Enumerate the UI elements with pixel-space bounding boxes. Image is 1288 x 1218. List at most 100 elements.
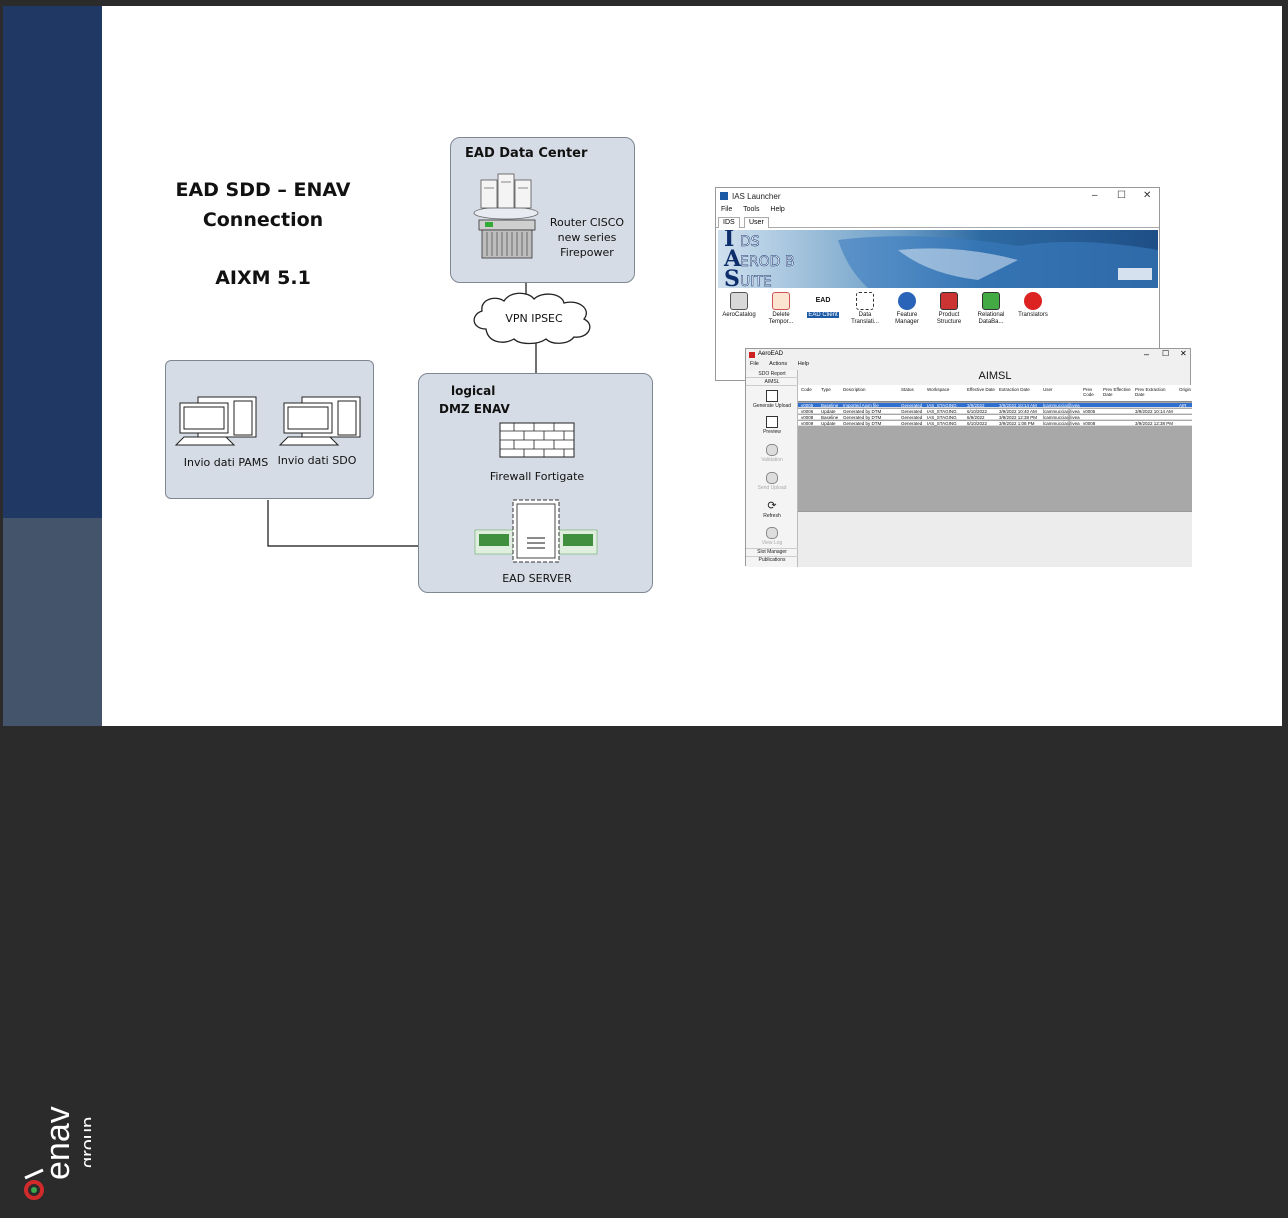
menu-help[interactable]: Help (770, 206, 785, 213)
column-header[interactable]: Origin (1179, 387, 1192, 392)
sdo-computer-icon (278, 396, 361, 446)
svg-text:enav: enav (39, 1106, 77, 1180)
column-header[interactable]: Workspace (927, 387, 950, 392)
aeroead-window: AeroEAD – ☐ ✕ File Actions Help SDO Repo… (745, 348, 1192, 567)
table-cell: lcammuccia@ivea... (1043, 403, 1080, 408)
aeroead-sidebar: SDO Report AIMSL Generate Upload Preview… (746, 370, 798, 567)
sidebar-slot-manager[interactable]: Slot Manager (746, 548, 798, 555)
table-cell: v0009 (801, 421, 814, 426)
sidebar-publications[interactable]: Publications (746, 556, 798, 563)
generate-upload-button[interactable]: Generate Upload (746, 390, 798, 409)
aeroead-menu-help[interactable]: Help (797, 361, 809, 367)
column-header[interactable]: Prev Code (1083, 387, 1094, 397)
minimize-button[interactable]: – (1092, 190, 1098, 201)
view-log-button[interactable]: View Log (746, 527, 798, 546)
table-cell: 3/9/2022 10:14 AM (999, 403, 1037, 408)
preview-button[interactable]: Preview (746, 416, 798, 435)
table-cell: Generated (901, 421, 923, 426)
table-cell: v0006 (801, 409, 814, 414)
aeroead-close-button[interactable]: ✕ (1180, 349, 1187, 358)
table-cell: IAS_STAGING (927, 421, 957, 426)
aimsl-data-grid: Code Type Description Status Workspace E… (798, 385, 1192, 511)
firewall-icon (499, 422, 575, 458)
tool-translators[interactable]: Translators (1012, 292, 1054, 319)
sidebar-aimsl[interactable]: AIMSL (746, 379, 798, 386)
tool-data-translation[interactable]: Data Translati... (844, 292, 886, 326)
refresh-button[interactable]: ⟳Refresh (763, 500, 781, 519)
table-cell: lcammuccia@ivea... (1043, 421, 1080, 426)
data-translation-icon (856, 292, 874, 310)
aeroead-window-title: AeroEAD (758, 351, 784, 357)
tool-feature-manager[interactable]: Feature Manager (886, 292, 928, 326)
table-cell: Imported Aixm file (843, 403, 879, 408)
tool-delete-temp[interactable]: Delete Tempor... (760, 292, 802, 326)
table-cell: Generated (901, 415, 923, 420)
table-cell: lcammuccia@ivea... (1043, 415, 1080, 420)
relational-db-icon (982, 292, 1000, 310)
ead-client-icon: EAD (814, 292, 832, 310)
table-cell: lcammuccia@ivea... (1043, 409, 1080, 414)
aeroead-menu-file[interactable]: File (750, 361, 759, 367)
validation-button[interactable]: Validation (746, 444, 798, 463)
table-cell: 3/9/2022 12:38 PM (999, 415, 1038, 420)
tab-ids[interactable]: IDS (718, 217, 740, 228)
column-header[interactable]: Status (901, 387, 914, 392)
details-panel (798, 511, 1192, 567)
maximize-button[interactable]: ☐ (1117, 190, 1126, 201)
column-header[interactable]: Code (801, 387, 812, 392)
svg-text:EROD B: EROD B (740, 254, 794, 270)
sidebar-band-bottom: enav group (3, 518, 102, 1200)
dmz-box: logical DMZ ENAV Firewall Fortigate (418, 373, 653, 593)
refresh-icon: ⟳ (767, 500, 777, 512)
column-header[interactable]: Type (821, 387, 831, 392)
column-header[interactable]: Extraction Date (999, 387, 1030, 392)
tool-ead-client[interactable]: EAD EAD Client (802, 292, 844, 319)
svg-text:UITE: UITE (740, 274, 772, 288)
table-cell: Generated (901, 403, 923, 408)
tool-product-structure[interactable]: Product Structure (928, 292, 970, 326)
svg-text:A: A (723, 246, 742, 272)
ead-server-icon (474, 499, 598, 563)
router-label: Router CISCO new series Firepower (549, 216, 625, 259)
column-header[interactable]: User (1043, 387, 1053, 392)
aeroead-menu-actions[interactable]: Actions (769, 361, 788, 367)
table-cell: IAS_STAGING (927, 403, 957, 408)
svg-text:DS: DS (740, 234, 760, 250)
column-header[interactable]: Effective Date (967, 387, 995, 392)
aeroead-maximize-button[interactable]: ☐ (1162, 349, 1170, 358)
aeroead-menubar: File Actions Help (750, 361, 818, 367)
column-header[interactable]: Prev Extraction Date (1135, 387, 1166, 397)
table-cell: Generated (901, 409, 923, 414)
column-header[interactable]: Prev Effective Date (1103, 387, 1131, 397)
aeroead-minimize-button[interactable]: – (1144, 349, 1150, 359)
sidebar-sdo-report[interactable]: SDO Report (746, 371, 798, 378)
tab-user[interactable]: User (744, 217, 769, 228)
tool-relational-db[interactable]: Relational DataBa... (970, 292, 1012, 326)
table-cell: v0008 (801, 415, 814, 420)
table-cell: 3/9/2022 (967, 403, 985, 408)
menu-file[interactable]: File (721, 206, 733, 213)
svg-text:S: S (724, 266, 740, 288)
dmz-title-line1: logical (451, 384, 496, 398)
table-cell: Baseline (821, 415, 839, 420)
table-cell: Generated by DTM (843, 415, 882, 420)
dmz-title-line2: DMZ ENAV (439, 402, 510, 416)
close-button[interactable]: ✕ (1143, 190, 1152, 201)
server-cluster-icon (473, 173, 539, 259)
ias-window-title: IAS Launcher (732, 192, 781, 201)
firewall-label: Firewall Fortigate (489, 470, 585, 483)
table-cell: Update (821, 421, 836, 426)
send-upload-icon (766, 472, 778, 484)
slide-title-line1: EAD SDD – ENAV (175, 179, 351, 201)
menu-tools[interactable]: Tools (743, 206, 760, 213)
tool-aerocatalog[interactable]: AeroCatalog (718, 292, 760, 319)
banner-graphic: I DS A EROD B S UITE (723, 230, 1158, 288)
grid-header: Code Type Description Status Workspace E… (798, 385, 1192, 402)
send-upload-button[interactable]: Send Upload (746, 472, 798, 491)
feature-manager-icon (898, 292, 916, 310)
column-header[interactable]: Description (843, 387, 866, 392)
